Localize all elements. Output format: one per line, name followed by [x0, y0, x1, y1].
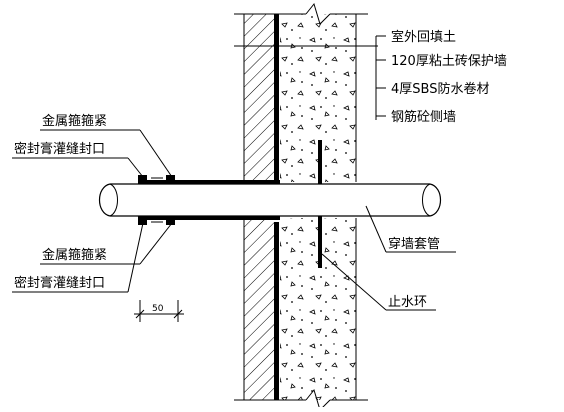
- dimension-50: [134, 300, 184, 322]
- label-clamp-bottom: 金属箍箍紧: [42, 247, 107, 263]
- label-sealant-top: 密封膏灌缝封口: [14, 141, 105, 157]
- sbs-waterproof-membrane: [274, 14, 279, 400]
- leader-lines-left-bottom: [12, 222, 173, 293]
- label-clamp-top: 金属箍箍紧: [42, 113, 107, 129]
- break-line-top: [234, 2, 368, 25]
- leader-lines-sleeve: [321, 205, 456, 311]
- membrane-pipe-wrap: [140, 180, 280, 220]
- label-wall-sleeve: 穿墙套管: [388, 236, 440, 252]
- label-water-stop-ring: 止水环: [388, 295, 427, 310]
- label-backfill: 室外回填土: [391, 29, 456, 45]
- break-line-bottom: [234, 388, 368, 411]
- label-brick-wall: 120厚粘土砖保护墙: [391, 54, 507, 69]
- leader-lines-right: [375, 35, 386, 120]
- leader-lines-left-top: [12, 129, 173, 178]
- label-sealant-bottom: 密封膏灌缝封口: [14, 275, 105, 291]
- brick-protection-wall: [243, 14, 274, 400]
- water-stop-ring: [318, 140, 322, 268]
- dimension-value: 50: [152, 304, 164, 314]
- metal-clamps: [138, 175, 175, 225]
- label-sbs-membrane: 4厚SBS防水卷材: [391, 81, 489, 97]
- wall-sleeve-pipe: [98, 183, 442, 217]
- label-concrete-wall: 钢筋砼侧墙: [391, 109, 456, 125]
